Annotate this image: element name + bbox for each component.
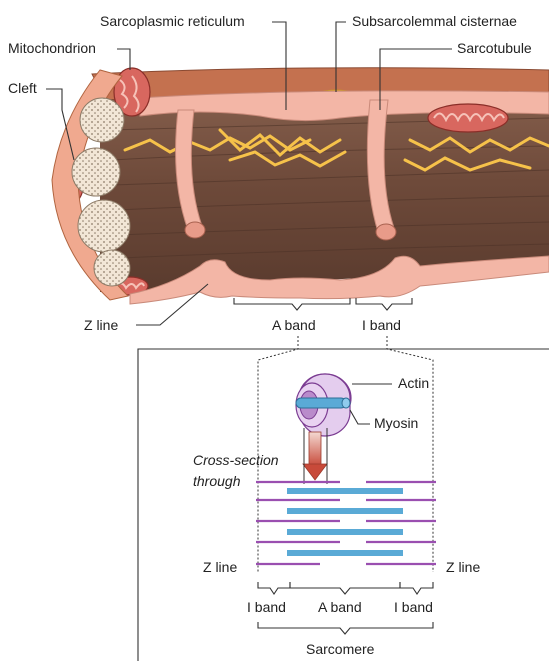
myosin-end — [342, 398, 350, 408]
label-a-band-top: A band — [272, 317, 316, 333]
label-sarcotubule: Sarcotubule — [457, 40, 532, 56]
bracket-a-band-bottom — [290, 582, 400, 594]
myosin-rod — [296, 398, 346, 408]
label-cross-section-line1: Cross-section — [193, 452, 279, 468]
label-sarcoplasmic-reticulum: Sarcoplasmic reticulum — [100, 13, 245, 29]
label-i-band-left: I band — [247, 599, 286, 615]
bracket-i-band-left — [258, 582, 290, 594]
myosin-filament — [287, 529, 403, 535]
label-a-band-bottom: A band — [318, 599, 362, 615]
bracket-a-band-top — [234, 298, 350, 310]
section-arrow-head — [303, 464, 327, 480]
label-z-line-top: Z line — [84, 317, 118, 333]
label-actin: Actin — [398, 375, 429, 391]
leader-myosin — [350, 410, 370, 424]
label-z-line-left: Z line — [203, 559, 237, 575]
label-cross-section-line2: through — [193, 473, 241, 489]
myosin-filament — [287, 550, 403, 556]
myosin-filament — [287, 508, 403, 514]
muscle-fiber — [52, 68, 549, 304]
label-sarcomere: Sarcomere — [306, 641, 375, 657]
label-subsarcolemmal-cisternae: Subsarcolemmal cisternae — [352, 13, 517, 29]
section-arrow-shaft — [309, 432, 321, 466]
mitochondrion-top-right — [428, 104, 508, 132]
sarcomere-labels: Z line Z line I band A band I band Sarco… — [203, 559, 480, 657]
bracket-sarcomere — [258, 622, 433, 634]
label-mitochondrion: Mitochondrion — [8, 40, 96, 56]
bracket-i-band-top — [356, 298, 412, 310]
band-brackets-top: A band I band — [234, 298, 412, 333]
cross-section-icon — [296, 374, 351, 484]
bracket-i-band-right — [400, 582, 433, 594]
label-i-band-top: I band — [362, 317, 401, 333]
myosin-filament — [287, 488, 403, 494]
sarcomere-filaments — [256, 482, 436, 564]
leader-mitochondrion — [117, 49, 130, 70]
label-myosin: Myosin — [374, 415, 418, 431]
label-i-band-right: I band — [394, 599, 433, 615]
label-cleft: Cleft — [8, 80, 37, 96]
label-z-line-right: Z line — [446, 559, 480, 575]
zoom-dotted-right — [387, 336, 433, 572]
